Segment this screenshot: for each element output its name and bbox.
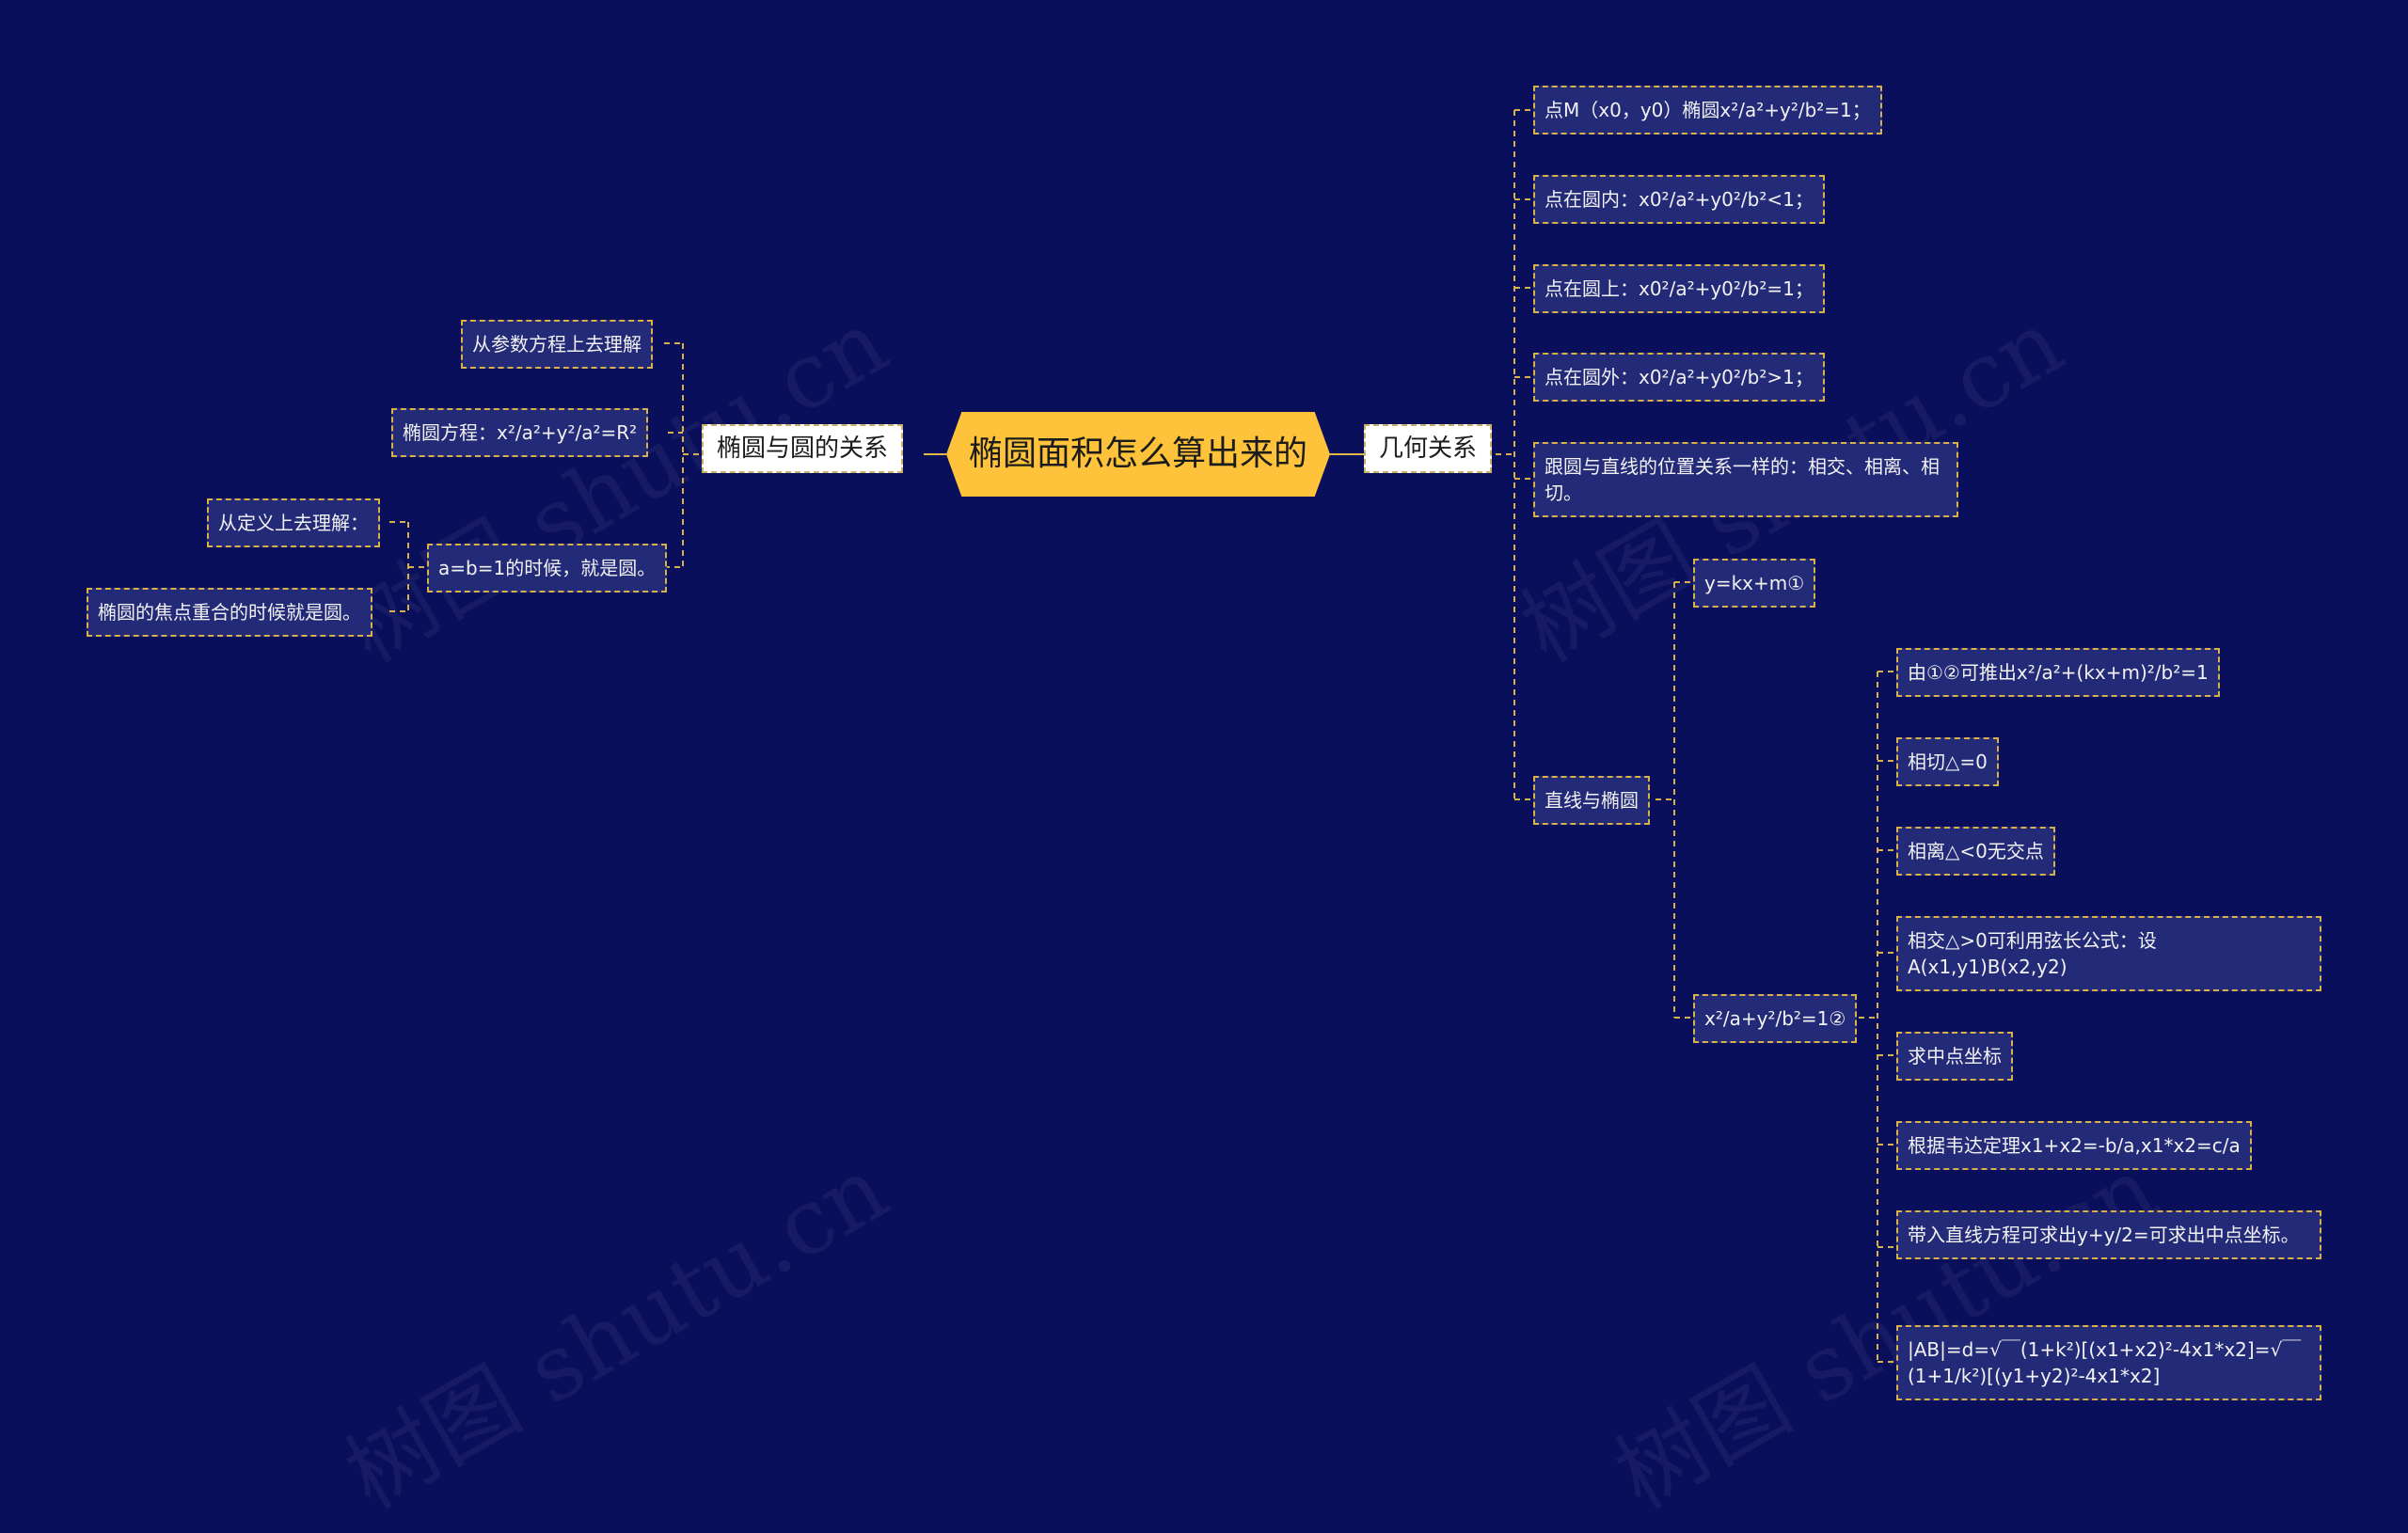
node-derive[interactable]: 由①②可推出x²/a²+(kx+m)²/b²=1	[1896, 648, 2220, 697]
node-point-on[interactable]: 点在圆上：x0²/a²+y0²/b²=1；	[1533, 264, 1825, 313]
node-point-m[interactable]: 点M（x0，y0）椭圆x²/a²+y²/b²=1；	[1533, 86, 1882, 134]
node-midpoint[interactable]: 求中点坐标	[1896, 1032, 2013, 1081]
branch-geometry[interactable]: 几何关系	[1364, 424, 1493, 473]
node-point-inside[interactable]: 点在圆内：x0²/a²+y0²/b²<1；	[1533, 175, 1825, 224]
node-line-equation[interactable]: y=kx+m①	[1693, 559, 1816, 608]
node-foci-coincide[interactable]: 椭圆的焦点重合的时候就是圆。	[87, 588, 372, 637]
node-substitute[interactable]: 带入直线方程可求出y+y/2=可求出中点坐标。	[1896, 1210, 2321, 1259]
node-chord-length[interactable]: |AB|=d=√￣(1+k²)[(x1+x2)²-4x1*x2]=√￣(1+1/…	[1896, 1325, 2321, 1400]
node-tangent[interactable]: 相切△=0	[1896, 737, 1999, 786]
node-separate[interactable]: 相离△<0无交点	[1896, 827, 2055, 876]
node-intersect[interactable]: 相交△>0可利用弦长公式：设A(x1,y1)B(x2,y2)	[1896, 916, 2321, 991]
root-topic[interactable]: 椭圆面积怎么算出来的	[946, 412, 1330, 497]
mind-map-canvas: 树图 shutu.cn 树图 shutu.cn 树图 shutu.cn 树图 s…	[87, 86, 2321, 1529]
node-point-outside[interactable]: 点在圆外：x0²/a²+y0²/b²>1；	[1533, 353, 1825, 402]
node-position-relation[interactable]: 跟圆与直线的位置关系一样的：相交、相离、相切。	[1533, 442, 1958, 517]
node-ellipse-equation[interactable]: 椭圆方程：x²/a²+y²/a²=R²	[391, 408, 649, 457]
node-definition[interactable]: 从定义上去理解：	[207, 498, 380, 547]
connector-lines	[389, 109, 1896, 1363]
node-ellipse-equation-2[interactable]: x²/a+y²/b²=1②	[1693, 994, 1858, 1043]
node-a-equals-b[interactable]: a=b=1的时候，就是圆。	[427, 544, 668, 593]
node-parametric[interactable]: 从参数方程上去理解	[461, 320, 653, 369]
branch-ellipse-circle[interactable]: 椭圆与圆的关系	[702, 424, 904, 473]
node-vieta[interactable]: 根据韦达定理x1+x2=-b/a,x1*x2=c/a	[1896, 1121, 2252, 1170]
node-line-ellipse[interactable]: 直线与椭圆	[1533, 776, 1650, 825]
